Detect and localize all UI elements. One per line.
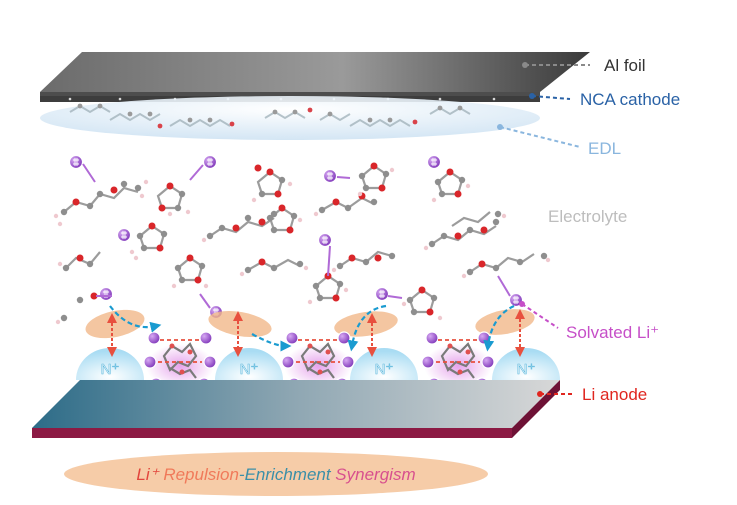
edl-layer — [40, 96, 540, 140]
synergism-banner: Li⁺ Repulsion-Enrichment Synergism — [64, 452, 488, 496]
li-anode-label: Li anode — [582, 385, 647, 404]
anode-plate-front — [32, 428, 512, 438]
edl-atoms — [77, 103, 463, 129]
al-foil-edge — [40, 92, 540, 96]
migration-arrows — [109, 304, 515, 352]
nca-cathode-label: NCA cathode — [580, 90, 680, 109]
edl-molecules — [69, 104, 471, 128]
n-plus-label: N⁺ — [240, 361, 259, 378]
banner-li: Li⁺ — [136, 465, 163, 484]
electrolyte-molecules — [53, 162, 551, 325]
n-plus-dome — [215, 348, 283, 380]
anode-plate-top — [32, 380, 560, 428]
edl-label: EDL — [588, 139, 621, 158]
al-foil-label: Al foil — [604, 56, 646, 75]
leader-lines — [499, 64, 590, 395]
n-plus-dome — [76, 348, 144, 380]
cathode-stack — [40, 52, 590, 140]
solvated-li-label: Solvated Li⁺ — [566, 323, 659, 342]
banner-synergism: Synergism — [331, 465, 416, 484]
banner-background — [64, 452, 488, 496]
banner-repulsion: Repulsion — [163, 465, 239, 484]
n-plus-domes: N⁺ N⁺ N⁺ N⁺ — [76, 348, 560, 380]
banner-text: Li⁺ Repulsion-Enrichment Synergism — [136, 465, 415, 484]
li-anode — [32, 380, 560, 438]
n-plus-label: N⁺ — [101, 361, 120, 378]
li-ions — [68, 154, 524, 320]
n-plus-dome — [492, 348, 560, 380]
n-plus-label: N⁺ — [517, 361, 536, 378]
repulsion-arrows — [107, 309, 525, 357]
leader-dots — [497, 62, 543, 397]
n-plus-label: N⁺ — [375, 361, 394, 378]
banner-enrichment: Enrichment — [245, 465, 332, 484]
electrolyte-label: Electrolyte — [548, 207, 627, 226]
banner-dash: - — [239, 465, 245, 484]
al-foil-plate — [40, 52, 590, 92]
